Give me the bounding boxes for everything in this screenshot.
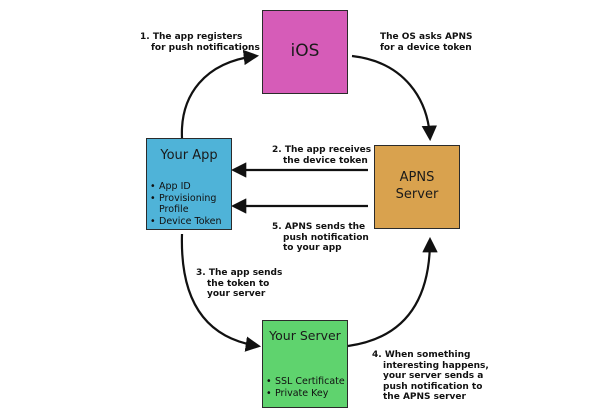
- step-4-line-1: 4. When something: [372, 350, 471, 360]
- item-private-key: Private Key: [266, 388, 347, 400]
- step-2-line-2: the device token: [283, 155, 368, 166]
- step-2-line-1: 2. The app receives: [272, 145, 372, 155]
- arrow-server-to-apns: [347, 236, 438, 348]
- os-asks-label: The OS asks APNS for a device token: [380, 32, 473, 53]
- item-provisioning: Provisioning: [150, 193, 231, 205]
- ios-node: iOS: [262, 10, 348, 94]
- step-5-line-3: to your app: [283, 243, 342, 253]
- arrow-ios-to-apns: [351, 54, 438, 142]
- step-3-line-1: 3. The app sends: [196, 268, 283, 278]
- arrow-app-to-server: [180, 233, 262, 352]
- step-2-label: 2. The app receives the device token: [272, 145, 371, 166]
- your-app-items: App ID Provisioning Profile Device Token: [147, 181, 231, 227]
- step-3-line-3: your server: [207, 289, 266, 299]
- step-4-line-5: the APNS server: [383, 392, 466, 402]
- apns-server-node: APNS Server: [374, 145, 460, 229]
- step-3-label: 3. The app sends the token to your serve…: [196, 268, 282, 300]
- os-line-1: The OS asks APNS: [380, 32, 473, 42]
- your-server-node: Your Server SSL Certificate Private Key: [262, 320, 348, 408]
- step-5-line-1: 5. APNS sends the: [272, 222, 366, 232]
- item-ssl-certificate: SSL Certificate: [266, 376, 347, 388]
- step-4-line-4: push notification to: [383, 381, 483, 392]
- your-app-title: Your App: [160, 148, 218, 163]
- os-line-2: for a device token: [380, 42, 472, 53]
- step-3-line-2: the token to: [207, 278, 270, 289]
- apns-title-line2: Server: [395, 187, 439, 202]
- step-1-line-2: for push notifications: [151, 42, 260, 53]
- item-device-token: Device Token: [150, 216, 231, 228]
- step-5-label: 5. APNS sends the push notification to y…: [272, 222, 369, 254]
- item-app-id: App ID: [150, 181, 231, 193]
- your-server-title: Your Server: [269, 328, 341, 343]
- step-4-line-2: interesting happens,: [383, 360, 489, 371]
- item-profile: Profile: [159, 204, 189, 215]
- apns-title-line1: APNS: [399, 170, 435, 185]
- your-server-items: SSL Certificate Private Key: [263, 376, 347, 399]
- step-4-label: 4. When something interesting happens, y…: [372, 350, 489, 403]
- step-1-label: 1. The app registers for push notificati…: [140, 32, 260, 53]
- step-4-line-3: your server sends a: [383, 371, 484, 381]
- arrow-app-to-ios: [180, 49, 260, 139]
- step-1-line-1: 1. The app registers: [140, 32, 243, 42]
- ios-title: iOS: [290, 41, 320, 61]
- step-5-line-2: push notification: [283, 232, 369, 243]
- your-app-node: Your App App ID Provisioning Profile Dev…: [146, 138, 232, 230]
